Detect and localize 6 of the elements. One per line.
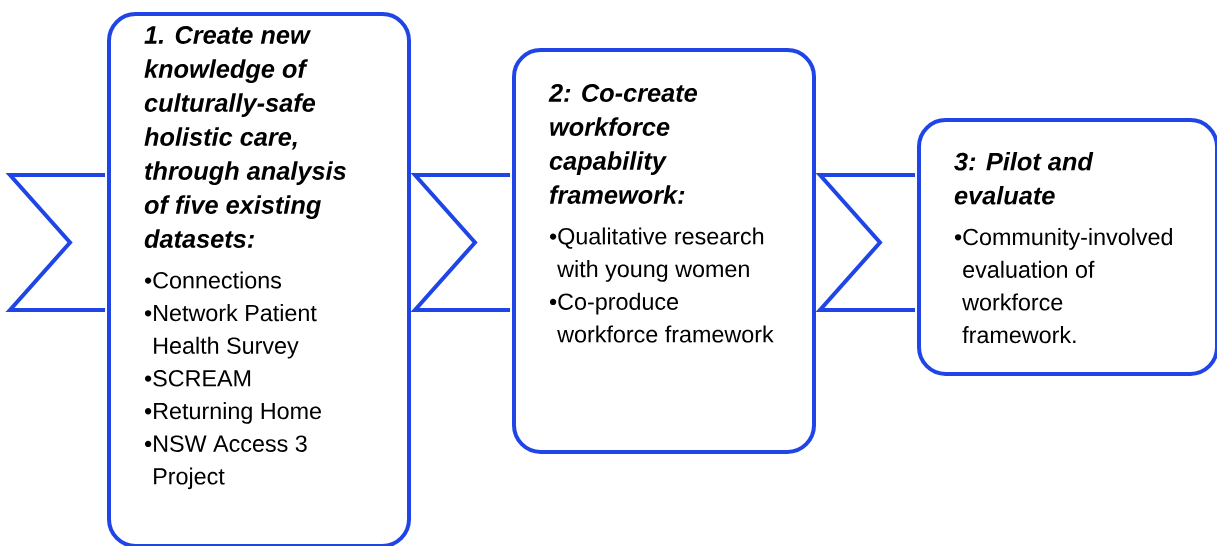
chevron-shape <box>815 173 917 312</box>
chevron-shape <box>410 173 512 312</box>
process-box: 2: Co-create workforce capability framework: •Qualitative research with young women •Co-produce workforce framework <box>512 48 816 454</box>
process-box: 3: Pilot and evaluate •Community-involved evaluation of workforce framework. <box>917 118 1217 376</box>
process-box: 1. Create new knowledge of culturally-safe holistic care, through analysis of five existing datasets: •Connections •Network Patient Health Survey •SCREAM •Returning Home •NSW Access 3 Project <box>107 12 411 546</box>
chevron-shape <box>5 173 107 312</box>
